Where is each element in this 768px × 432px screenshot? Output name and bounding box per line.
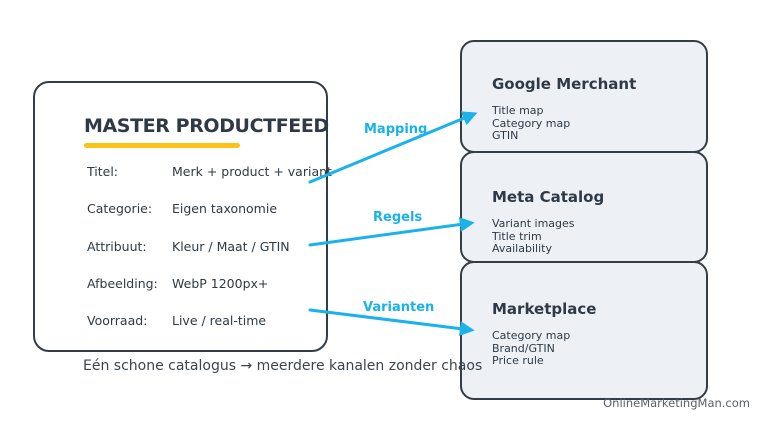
arrow-label-mapping: Mapping [364,122,428,137]
feed-row-value: Merk + product + variant [172,164,332,179]
feed-row-label: Categorie: [87,201,153,216]
channel-item: Brand/GTIN [492,341,555,355]
feed-row-value: Eigen taxonomie [172,201,278,216]
channel-item-list: Title map Category map GTIN [492,104,571,143]
channel-title: Marketplace [492,300,597,318]
channel-box-meta-catalog: Meta Catalog Variant images Title trim A… [460,151,708,263]
feed-row-attribuut: Attribuut: Kleur / Maat / GTIN [35,239,326,255]
channel-item: Category map [492,116,571,130]
watermark-text: OnlineMarketingMan.com [603,396,750,410]
arrow-regels [308,217,475,247]
channel-item: Title map [492,104,544,117]
diagram-caption: Eén schone catalogus → meerdere kanalen … [83,358,483,374]
master-box-title: MASTER PRODUCTFEED [84,115,329,137]
title-underline-accent [84,143,240,148]
channel-item: GTIN [492,129,519,143]
channel-item: Variant images [492,217,575,230]
channel-item-list: Variant images Title trim Availability [492,217,575,256]
feed-row-value: Kleur / Maat / GTIN [172,239,290,254]
arrow-label-regels: Regels [373,210,423,225]
feed-row-voorraad: Voorraad: Live / real-time [35,313,326,329]
channel-title: Meta Catalog [492,188,605,206]
feed-row-value: WebP 1200px+ [172,276,269,291]
channel-item: Title trim [492,229,542,243]
feed-row-label: Voorraad: [87,313,148,328]
arrow-label-varianten: Varianten [363,300,435,315]
channel-box-marketplace: Marketplace Category map Brand/GTIN Pric… [460,261,708,400]
feed-row-label: Attribuut: [87,239,147,254]
channel-item-list: Category map Brand/GTIN Price rule [492,329,571,368]
channel-box-google-merchant: Google Merchant Title map Category map G… [460,40,708,153]
feed-row-titel: Titel: Merk + product + variant [35,164,332,180]
channel-title: Google Merchant [492,75,637,93]
master-productfeed-box: MASTER PRODUCTFEED Titel: Merk + product… [33,81,332,352]
feed-row-label: Afbeelding: [87,276,158,291]
feed-row-categorie: Categorie: Eigen taxonomie [35,201,326,217]
feed-row-value: Live / real-time [172,313,267,328]
feed-row-afbeelding: Afbeelding: WebP 1200px+ [35,276,326,292]
channel-item: Price rule [492,354,544,368]
feed-row-label: Titel: [87,164,118,179]
channel-item: Availability [492,242,552,256]
channel-item: Category map [492,329,571,342]
